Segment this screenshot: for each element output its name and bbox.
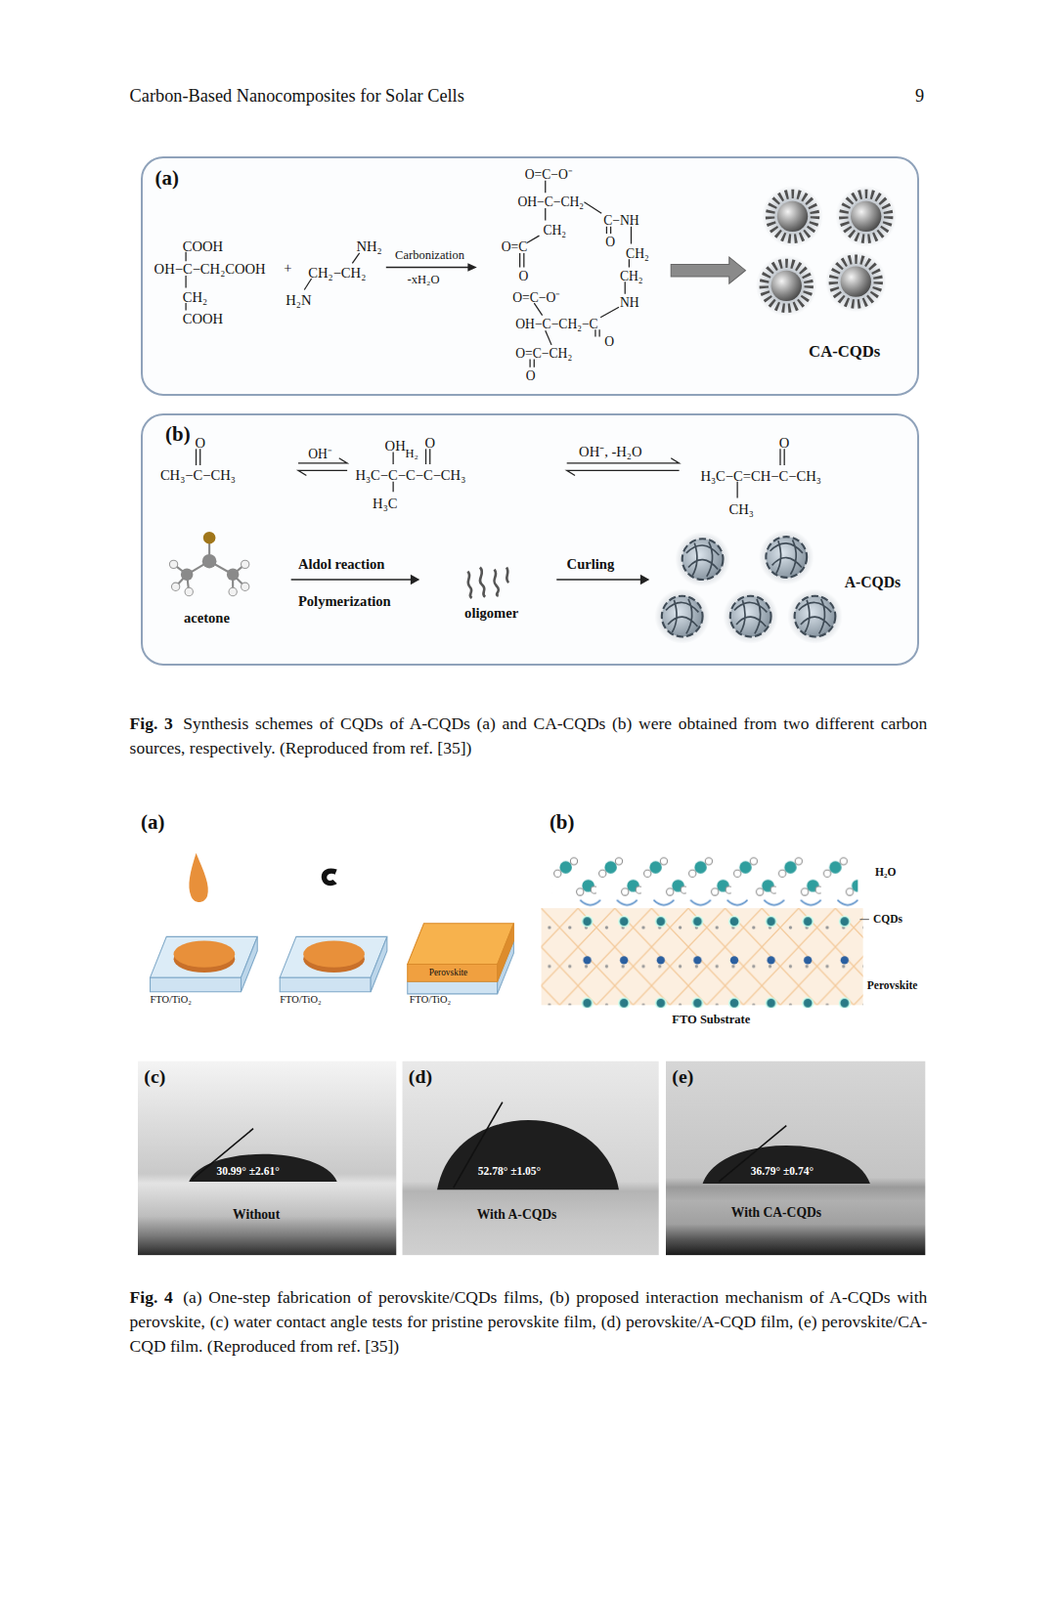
- formula-text: O: [604, 335, 615, 351]
- page-number: 9: [915, 86, 924, 106]
- formula-text: A-CQDs: [844, 573, 902, 591]
- caption-number: Fig. 4: [130, 1287, 174, 1308]
- reaction-panel: (a) COOH OH−C−CH₂COOH CH₂ COOH + NH₂ CH₂−CH₂ H₂N…: [140, 156, 920, 397]
- formula-text: OH⁻, -H₂O: [578, 443, 642, 460]
- formula-text: O=C−O⁻: [525, 168, 573, 183]
- sample-label: Without: [232, 1208, 280, 1224]
- formula-text: NH: [619, 296, 640, 311]
- formula-text: NH₂: [355, 238, 382, 255]
- layer-label: CQDs: [873, 913, 903, 926]
- formula-text: COOH: [182, 238, 223, 255]
- formula-text: CH₂: [625, 247, 650, 263]
- sample-label: With A-CQDs: [477, 1208, 558, 1224]
- formula-text: acetone: [183, 610, 230, 626]
- formula-text: CH₂: [182, 289, 208, 306]
- formula-text: CH₂: [619, 269, 644, 285]
- formula-text: +: [283, 260, 292, 276]
- contact-angle-photo: (d) 52.78° ±1.05° With A-CQDs: [402, 1061, 660, 1257]
- formula-text: Curling: [567, 556, 616, 572]
- caption-text: (a) One-step fabrication of perovskite/C…: [130, 1287, 928, 1357]
- formula-text: OH−C−CH₂−C: [515, 317, 598, 333]
- contact-angle-photo: (e) 36.79° ±0.74° With CA-CQDs: [665, 1061, 925, 1257]
- formula-text: O: [526, 369, 536, 385]
- formula-text: CH₂: [542, 223, 567, 239]
- running-header: Carbon-Based Nanocomposites for Solar Ce…: [130, 86, 465, 106]
- caption-text: Synthesis schemes of CQDs of A-CQDs (a) …: [130, 713, 928, 758]
- formula-text: H₂N: [285, 292, 311, 308]
- panel-letter: (c): [143, 1066, 166, 1089]
- formula-text: Carbonization: [395, 249, 465, 264]
- layer-label: FTO/TiO₂: [150, 994, 192, 1006]
- angle-value: 30.99° ±2.61°: [216, 1165, 279, 1179]
- formula-text: O=C−CH₂: [515, 347, 572, 362]
- layer-label: FTO Substrate: [671, 1013, 750, 1028]
- formula-text: O: [424, 435, 436, 451]
- formula-text: H₃C−C=CH−C−CH₃: [700, 468, 821, 484]
- reaction-panel: (b)OCH₃−C−CH₃OH⁻OHH₂OH₃C−C−C−C−CH₃H₃COH⁻…: [140, 413, 920, 666]
- formula-text: Polymerization: [298, 593, 392, 610]
- layer-label: FTO/TiO₂: [409, 994, 451, 1006]
- formula-text: O: [518, 269, 528, 285]
- caption-number: Fig. 3: [130, 713, 174, 734]
- layer-label: Perovskite: [429, 968, 469, 978]
- sample-label: With CA-CQDs: [731, 1206, 822, 1222]
- angle-value: 36.79° ±0.74°: [750, 1165, 814, 1179]
- layer-label: FTO/TiO₂: [279, 994, 321, 1006]
- layer-label: Perovskite: [867, 979, 919, 993]
- formula-text: O: [194, 435, 206, 451]
- panel-letter: (e): [671, 1066, 694, 1089]
- formula-text: O: [605, 235, 616, 251]
- formula-text: H₃C−C−C−C−CH₃: [354, 467, 466, 484]
- formula-text: OH−C−CH₂: [517, 195, 584, 211]
- formula-text: CH₂−CH₂: [308, 264, 366, 281]
- molecule-label: H₂O: [875, 866, 896, 880]
- panel-letter: (d): [408, 1066, 433, 1089]
- formula-text: Aldol reaction: [298, 556, 386, 572]
- panel-letter: (b): [165, 423, 191, 446]
- formula-text: H₂: [404, 447, 418, 462]
- formula-text: OH−C−CH₂COOH: [154, 261, 266, 277]
- formula-text: COOH: [182, 310, 223, 327]
- formula-text: H₃C: [372, 495, 397, 512]
- formula-text: OH⁻: [308, 447, 333, 463]
- formula-text: CH₃−C−CH₃: [160, 467, 236, 484]
- formula-text: O: [779, 435, 791, 451]
- contact-angle-photo: (c) 30.99° ±2.61° Without: [137, 1061, 396, 1257]
- formula-text: oligomer: [464, 605, 519, 621]
- panel-letter: (a): [140, 811, 165, 835]
- figure-caption: Fig. 4(a) One-step fabrication of perovs…: [130, 1285, 928, 1360]
- formula-text: OH: [385, 438, 406, 454]
- angle-value: 52.78° ±1.05°: [478, 1165, 541, 1179]
- formula-text: O=C: [501, 240, 528, 256]
- formula-text: CH₃: [729, 501, 754, 518]
- panel-letter: (a): [155, 167, 179, 190]
- panel-letter: (b): [549, 811, 575, 835]
- formula-text: C−NH: [603, 214, 639, 229]
- formula-text: CA-CQDs: [808, 343, 880, 361]
- figure-caption: Fig. 3Synthesis schemes of CQDs of A-CQD…: [130, 711, 928, 761]
- formula-text: -xH₂O: [407, 273, 440, 288]
- formula-text: O=C−O⁻: [512, 291, 561, 307]
